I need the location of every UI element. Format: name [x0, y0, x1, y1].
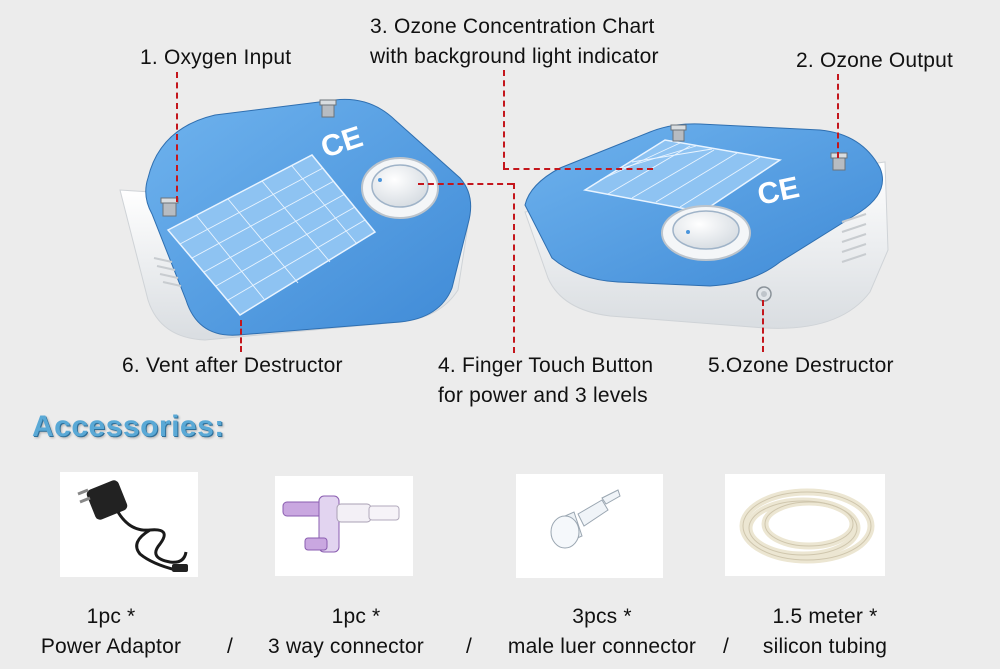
accessory-image-male-luer-connector	[516, 474, 663, 578]
leader-vent	[240, 320, 242, 352]
label-chart-line2: with background light indicator	[370, 45, 659, 68]
accessory-image-3-way-connector	[275, 476, 413, 576]
accessory-name-3-way-connector: 3 way connector	[268, 635, 424, 658]
left-vent-grill	[153, 257, 182, 287]
three-way-connector-icon	[282, 495, 400, 553]
leader-ozone-output	[837, 74, 839, 158]
right-ozone-output-fitting	[830, 152, 848, 171]
leader-chart-horizontal	[503, 168, 653, 170]
device-left: CE	[119, 98, 472, 341]
accessory-separator-3: /	[723, 635, 730, 658]
label-chart-line1: 3. Ozone Concentration Chart	[370, 15, 655, 38]
right-oxygen-input-fitting	[670, 124, 687, 142]
label-oxygen-input: 1. Oxygen Input	[140, 46, 292, 69]
accessory-qty-male-luer-connector: 3pcs *	[572, 605, 632, 628]
accessory-separator-1: /	[227, 635, 234, 658]
label-ozone-output: 2. Ozone Output	[796, 49, 954, 72]
device-right: CE	[524, 123, 889, 329]
leader-destructor	[762, 300, 764, 352]
device-illustration: CE	[119, 98, 889, 341]
power-adaptor-icon	[77, 480, 188, 572]
leader-oxygen-input	[176, 72, 178, 202]
left-oxygen-input-fitting	[160, 197, 179, 217]
accessory-name-power-adaptor: Power Adaptor	[40, 635, 182, 658]
right-vent-grill	[841, 213, 867, 263]
accessory-name-male-luer-connector: male luer connector	[507, 635, 697, 658]
male-luer-connector-icon	[550, 489, 621, 549]
leader-touch-vertical	[513, 183, 515, 353]
accessory-qty-power-adaptor: 1pc *	[86, 605, 136, 628]
accessory-separator-2: /	[466, 635, 473, 658]
accessories-title: Accessories:	[32, 410, 225, 443]
label-vent: 6. Vent after Destructor	[122, 354, 343, 377]
right-concentration-chart	[582, 139, 782, 213]
silicon-tubing-icon	[739, 488, 875, 564]
leader-chart-vertical	[503, 70, 505, 168]
accessory-name-silicon-tubing: silicon tubing	[762, 635, 888, 658]
leader-touch-horizontal	[418, 183, 513, 185]
label-touch-line1: 4. Finger Touch Button	[438, 354, 654, 377]
accessory-image-power-adaptor	[60, 472, 198, 577]
accessory-qty-3-way-connector: 1pc *	[331, 605, 381, 628]
left-top-fitting	[319, 99, 337, 118]
label-touch-line2: for power and 3 levels	[438, 384, 648, 407]
left-concentration-chart	[166, 154, 377, 316]
accessory-qty-silicon-tubing: 1.5 meter *	[772, 605, 878, 628]
label-destructor: 5.Ozone Destructor	[708, 354, 894, 377]
accessory-image-silicon-tubing	[725, 474, 885, 576]
